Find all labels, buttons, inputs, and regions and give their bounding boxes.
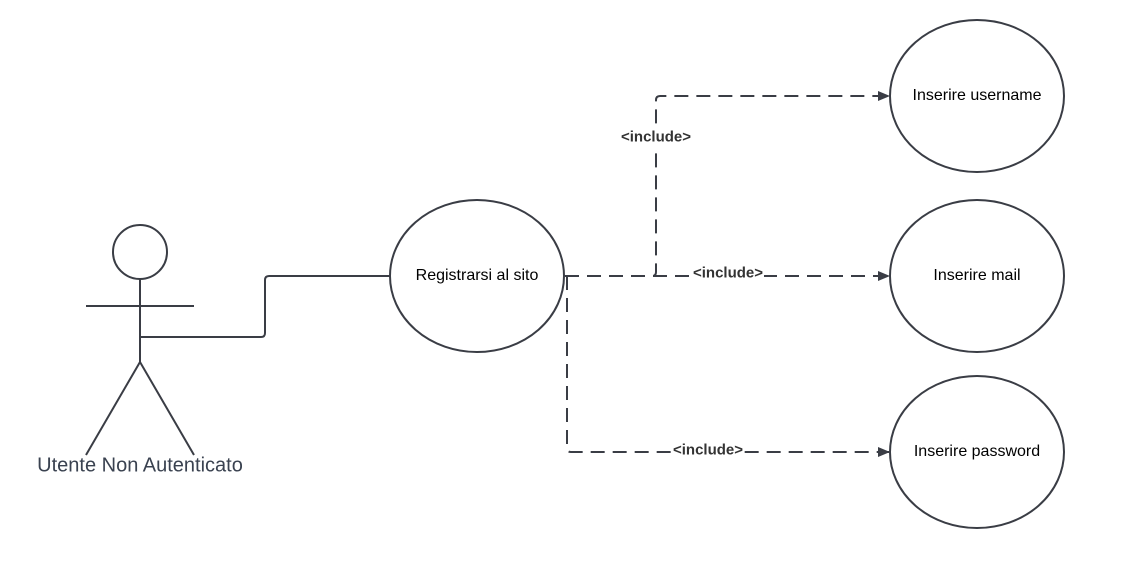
usecase-password-ellipse[interactable] bbox=[889, 375, 1065, 529]
association-line bbox=[140, 275, 391, 338]
usecase-registrarsi-ellipse[interactable] bbox=[389, 199, 565, 353]
include-arrow-username bbox=[565, 91, 890, 277]
usecase-username-label: Inserire username bbox=[912, 87, 1042, 104]
include-arrow-password bbox=[566, 276, 890, 457]
usecase-mail-label: Inserire mail bbox=[933, 267, 1021, 284]
include-label-username: <include> bbox=[619, 128, 693, 146]
usecase-mail-ellipse[interactable] bbox=[889, 199, 1065, 353]
usecase-password-label: Inserire password bbox=[913, 443, 1041, 460]
include-label-mail: <include> bbox=[691, 264, 765, 282]
include-label-password: <include> bbox=[671, 441, 745, 459]
actor-left-leg bbox=[85, 361, 141, 456]
actor-head bbox=[112, 224, 168, 280]
usecase-username-ellipse[interactable] bbox=[889, 19, 1065, 173]
actor-figure bbox=[85, 224, 195, 456]
usecase-registrarsi-label: Registrarsi al sito bbox=[415, 267, 539, 284]
actor-right-leg bbox=[139, 361, 195, 456]
actor-name-label: Utente Non Autenticato bbox=[37, 454, 243, 477]
